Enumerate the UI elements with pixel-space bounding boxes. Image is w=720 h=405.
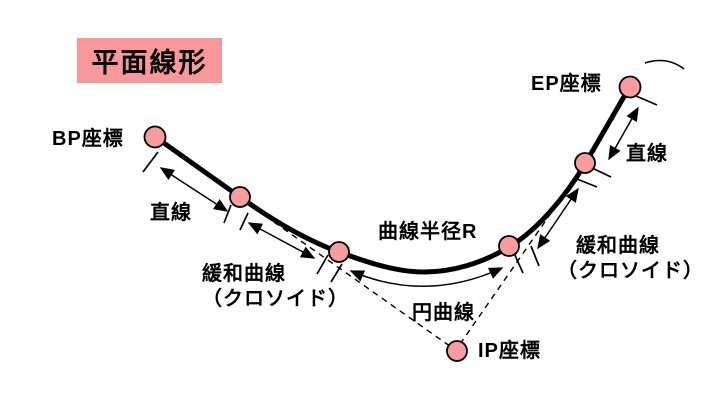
circular-curve-start-point [328,241,350,263]
ep-point [618,75,642,99]
circular-curve-end-point [498,235,520,257]
tick-ka1-a [223,204,232,224]
title-badge: 平面線形 [77,38,222,83]
ip-label: IP座標 [478,340,541,362]
circular-curve-dimension-arc [349,267,504,288]
straight-right-dimension-arrow [608,106,639,161]
clothoid-left-label-line1: 緩和曲線 [202,263,286,285]
tick-ka2-b [576,178,598,188]
boundary-ticks [142,95,658,283]
clothoid-left-dimension-arrow [247,222,316,259]
clothoid-end-point [574,152,596,174]
curve-radius-label: 曲線半径R [378,221,478,243]
continuation-arc [644,59,685,70]
ep-label: EP座標 [531,73,602,95]
tick-ke2-b [530,245,540,267]
clothoid-right-dimension-arrow [537,187,579,250]
tick-ka1-b [239,212,249,231]
straight-left-dimension-arrow [159,167,229,212]
alignment-points [143,75,642,362]
bp-point [143,125,167,149]
straight-left-label: 直線 [150,202,192,224]
bp-label: BP座標 [52,128,124,150]
clothoid-right-label-line1: 緩和曲線 [576,235,660,257]
circular-curve-label: 円曲線 [412,302,475,324]
tick-ke1-b [330,263,343,283]
clothoid-left-label: 緩和曲線 （クロソイド） [202,262,349,312]
ip-point [446,340,468,362]
clothoid-right-label: 緩和曲線 （クロソイド） [557,234,704,284]
tick-ke2-a [513,252,524,274]
tick-ke1-a [316,254,329,275]
straight-right-label: 直線 [626,143,668,165]
tick-ep [635,95,658,106]
tick-bp [142,151,159,173]
clothoid-left-label-line2: （クロソイド） [202,288,349,310]
clothoid-right-label-line2: （クロソイド） [557,260,704,282]
clothoid-start-point [229,186,251,208]
